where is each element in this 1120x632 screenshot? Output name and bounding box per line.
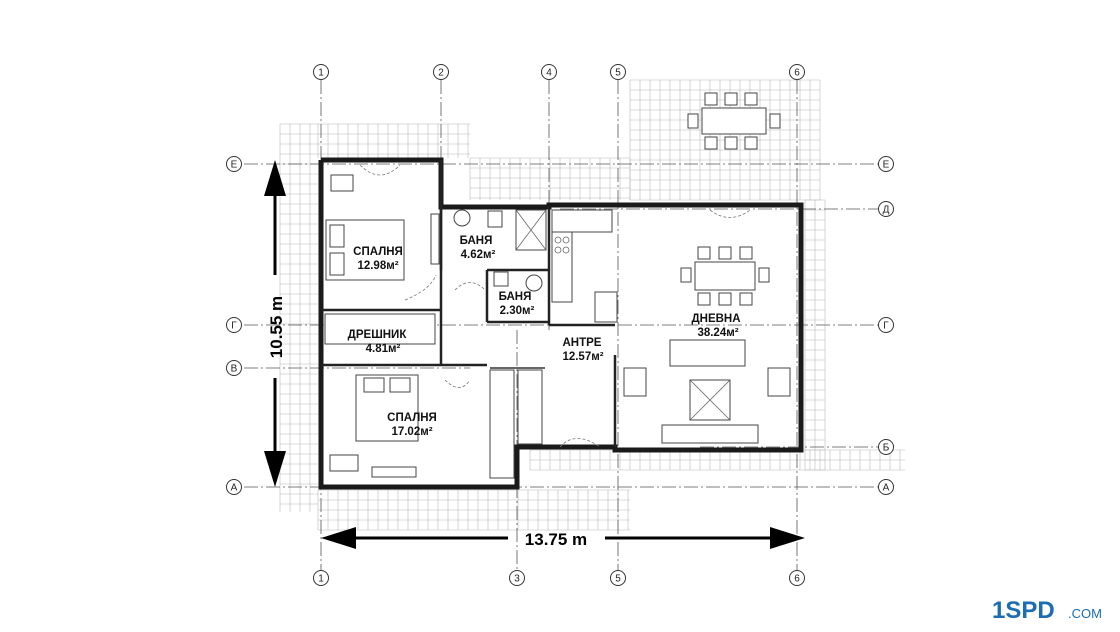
room-area-bathroom-1: 4.62м² xyxy=(461,249,496,261)
exterior-walls xyxy=(318,157,804,490)
svg-text:1: 1 xyxy=(318,68,324,79)
grid-bubble-top-6: 6 xyxy=(789,64,805,80)
furniture xyxy=(324,92,791,479)
grid-bubble-top-4: 4 xyxy=(541,64,557,80)
grid-bubble-left-a: А xyxy=(226,479,242,495)
svg-text:Д: Д xyxy=(883,205,890,216)
terrace-grid xyxy=(279,79,905,531)
svg-text:Г: Г xyxy=(883,321,889,332)
svg-text:5: 5 xyxy=(615,68,621,79)
grid-bubble-right-d: Д xyxy=(878,201,894,217)
room-area-living: 38.24м² xyxy=(697,327,738,339)
svg-text:6: 6 xyxy=(794,574,800,585)
width-dimension-label: 13.75 m xyxy=(525,530,587,549)
svg-text:В: В xyxy=(231,364,238,375)
grid-bubbles-top: 1 2 4 5 6 xyxy=(313,64,805,80)
room-area-wardrobe: 4.81м² xyxy=(366,343,401,355)
grid-bubble-top-5: 5 xyxy=(610,64,626,80)
grid-bubble-bottom-5: 5 xyxy=(610,570,626,586)
grid-bubble-bottom-3: 3 xyxy=(509,570,525,586)
room-area-hall: 12.57м² xyxy=(562,351,603,363)
sink-1 xyxy=(453,209,471,227)
grid-bubbles-bottom: 1 3 5 6 xyxy=(313,570,805,586)
svg-text:Е: Е xyxy=(231,160,238,171)
grid-bubble-bottom-6: 6 xyxy=(789,570,805,586)
svg-text:2: 2 xyxy=(438,68,444,79)
grid-bubble-right-e: Е xyxy=(878,156,894,172)
sofa xyxy=(669,339,746,367)
terrace-table xyxy=(701,107,767,135)
grid-bubbles-right: Е Д Г Б А xyxy=(878,156,894,495)
grid-bubbles-left: Е Г В А xyxy=(226,156,242,495)
room-name-bathroom-1: БАНЯ xyxy=(460,235,493,247)
svg-text:Е: Е xyxy=(883,160,890,171)
door-swings xyxy=(359,164,751,448)
grid-bubble-right-b: Б xyxy=(878,439,894,455)
depth-dimension-label: 10.55 m xyxy=(267,296,286,358)
room-area-bedroom-2: 17.02м² xyxy=(391,426,432,438)
svg-text:А: А xyxy=(231,483,238,494)
grid-bubble-left-v: В xyxy=(226,360,242,376)
tv-unit xyxy=(661,424,759,444)
svg-text:Б: Б xyxy=(883,443,890,454)
width-dimension: 13.75 m xyxy=(321,527,805,549)
grid-bubble-bottom-1: 1 xyxy=(313,570,329,586)
svg-text:А: А xyxy=(883,483,890,494)
svg-text:4: 4 xyxy=(546,68,552,79)
brand-logo[interactable]: 1SPD .COM xyxy=(990,592,1114,626)
grid-bubble-top-1: 1 xyxy=(313,64,329,80)
grid-bubble-left-e: Е xyxy=(226,156,242,172)
room-name-bedroom-2: СПАЛНЯ xyxy=(387,412,437,424)
svg-text:Г: Г xyxy=(231,321,237,332)
svg-text:1: 1 xyxy=(318,574,324,585)
room-area-bathroom-2: 2.30м² xyxy=(500,305,535,317)
dining-table xyxy=(694,261,756,291)
svg-text:5: 5 xyxy=(615,574,621,585)
grid-bubble-right-g: Г xyxy=(878,317,894,333)
room-labels: СПАЛНЯ 12.98м² БАНЯ 4.62м² БАНЯ 2.30м² Д… xyxy=(348,235,741,438)
grid-bubble-right-a: А xyxy=(878,479,894,495)
room-name-bathroom-2: БАНЯ xyxy=(499,291,532,303)
grid-bubble-left-g: Г xyxy=(226,317,242,333)
room-name-living: ДНЕВНА xyxy=(691,313,740,325)
svg-text:6: 6 xyxy=(794,68,800,79)
room-name-bedroom-1: СПАЛНЯ xyxy=(353,246,403,258)
logo-mark: 1SPD xyxy=(992,597,1055,624)
depth-dimension: 10.55 m xyxy=(264,160,286,487)
grid-bubble-top-2: 2 xyxy=(433,64,449,80)
room-name-hall: АНТРЕ xyxy=(563,337,602,349)
room-area-bedroom-1: 12.98м² xyxy=(357,260,398,272)
svg-text:3: 3 xyxy=(514,574,520,585)
interior-walls xyxy=(321,160,617,447)
wardrobe xyxy=(324,313,436,345)
logo-domain: .COM xyxy=(1068,606,1102,621)
room-name-wardrobe: ДРЕШНИК xyxy=(348,329,408,341)
